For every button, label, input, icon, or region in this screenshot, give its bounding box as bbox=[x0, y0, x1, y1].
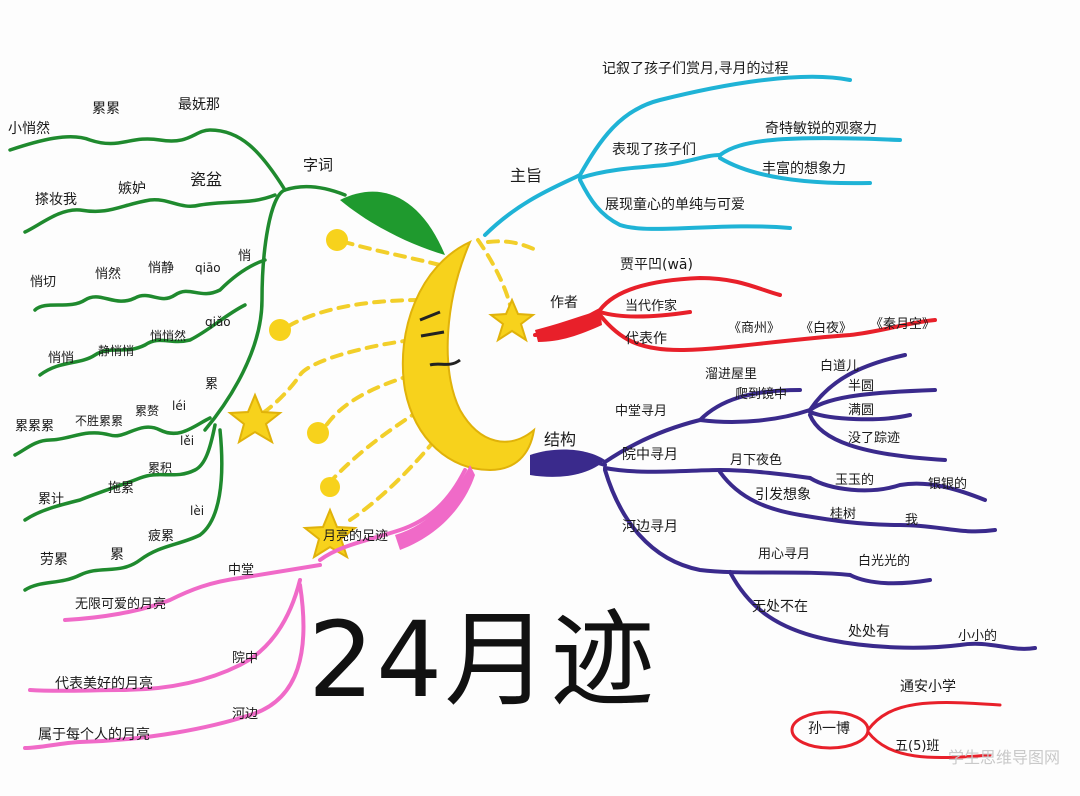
watermark: 学生思维导图网 bbox=[947, 748, 1060, 767]
words-term: 疲累 bbox=[148, 529, 175, 544]
words-term: 小悄然 bbox=[8, 121, 50, 137]
words-term: 静悄悄 bbox=[98, 344, 135, 358]
words-term: 不胜累累 bbox=[75, 414, 124, 428]
student-school: 通安小学 bbox=[900, 679, 956, 695]
words-term: 瓷盆 bbox=[190, 170, 223, 189]
words-term: 悄静 bbox=[148, 261, 175, 276]
leaf-icon bbox=[340, 191, 445, 255]
author-branch-label: 作者 bbox=[550, 295, 578, 311]
structure-detail: 我 bbox=[905, 513, 919, 528]
student-class: 五(5)班 bbox=[895, 739, 940, 754]
star-icon bbox=[302, 507, 358, 560]
words-term: 累赘 bbox=[135, 404, 160, 418]
author-item: 贾平凹(wā) bbox=[620, 257, 693, 273]
theme-branch-lines bbox=[483, 74, 902, 237]
author-item: 当代作家 bbox=[625, 299, 678, 314]
traces-place: 河边 bbox=[232, 707, 259, 722]
words-term: 累累累 bbox=[15, 419, 55, 434]
words-pinyin: qiǎo bbox=[205, 315, 231, 329]
words-pinyin: lěi bbox=[180, 434, 195, 448]
words-term: 累累 bbox=[92, 101, 120, 117]
author-work: 《白夜》 bbox=[800, 321, 853, 336]
structure-detail: 爬到镜中 bbox=[735, 387, 788, 402]
student-name: 孙一博 bbox=[808, 721, 850, 737]
theme-sub: 丰富的想象力 bbox=[762, 161, 846, 177]
words-term: 累 bbox=[205, 377, 219, 392]
theme-branch-label: 主旨 bbox=[510, 166, 543, 185]
words-term: 嫉妒 bbox=[118, 181, 146, 197]
author-item: 代表作 bbox=[625, 331, 667, 347]
structure-detail: 处处有 bbox=[848, 624, 890, 640]
words-term: 累积 bbox=[148, 461, 173, 475]
words-term: 悄悄 bbox=[48, 351, 75, 366]
author-work: 《商州》 bbox=[728, 321, 781, 336]
star-icons bbox=[227, 297, 536, 560]
theme-item: 展现童心的单纯与可爱 bbox=[605, 197, 745, 213]
words-term: 累 bbox=[110, 547, 124, 563]
moon-rays bbox=[253, 238, 542, 522]
words-branch-lines bbox=[8, 128, 347, 592]
traces-meaning: 无限可爱的月亮 bbox=[75, 597, 167, 612]
structure-detail: 满圆 bbox=[848, 403, 875, 418]
traces-place: 中堂 bbox=[228, 563, 255, 578]
theme-item: 记叙了孩子们赏月,寻月的过程 bbox=[602, 61, 789, 77]
words-term: 悄切 bbox=[30, 275, 57, 290]
traces-meaning: 属于每个人的月亮 bbox=[38, 727, 150, 743]
map-title: 24月迹 bbox=[308, 599, 657, 721]
structure-section: 河边寻月 bbox=[622, 519, 678, 535]
structure-detail: 银银的 bbox=[928, 477, 968, 492]
author-work: 《秦月空》 bbox=[870, 317, 936, 332]
words-pinyin: lèi bbox=[190, 504, 205, 518]
words-term: 搽妆我 bbox=[35, 192, 77, 208]
traces-meaning: 代表美好的月亮 bbox=[55, 676, 153, 692]
structure-detail: 小小的 bbox=[958, 629, 998, 644]
star-icon bbox=[227, 392, 283, 445]
structure-branch-lines bbox=[538, 353, 1037, 651]
structure-detail: 用心寻月 bbox=[758, 547, 811, 562]
structure-detail: 月下夜色 bbox=[730, 453, 783, 468]
words-branch-label: 字词 bbox=[303, 156, 334, 174]
structure-detail: 引发想象 bbox=[755, 487, 811, 503]
structure-detail: 白光光的 bbox=[858, 554, 911, 569]
traces-branch-label: 月亮的足迹 bbox=[323, 529, 389, 544]
structure-detail: 白道儿 bbox=[820, 359, 860, 374]
structure-branch-label: 结构 bbox=[544, 430, 577, 449]
moon-dots bbox=[269, 229, 348, 497]
words-term: 悄 bbox=[238, 249, 252, 264]
structure-detail: 半圆 bbox=[848, 379, 875, 394]
words-term: 累计 bbox=[38, 492, 65, 507]
words-term: 悄悄然 bbox=[150, 329, 187, 343]
words-term: 最妩那 bbox=[178, 97, 220, 113]
traces-branch-lines bbox=[23, 468, 467, 750]
words-term: 劳累 bbox=[40, 552, 68, 568]
theme-item: 表现了孩子们 bbox=[612, 142, 696, 158]
structure-detail: 桂树 bbox=[830, 507, 857, 522]
star-icon bbox=[488, 297, 536, 343]
traces-place: 院中 bbox=[232, 651, 259, 666]
structure-detail: 玉玉的 bbox=[835, 473, 875, 488]
moon-crescent bbox=[401, 239, 536, 472]
student-info-lines bbox=[790, 701, 1002, 759]
words-pinyin: qiāo bbox=[195, 261, 221, 275]
structure-section: 中堂寻月 bbox=[615, 404, 668, 419]
structure-detail: 无处不在 bbox=[752, 599, 808, 615]
words-pinyin: léi bbox=[172, 399, 187, 413]
words-term: 拖累 bbox=[108, 481, 135, 496]
structure-detail: 溜进屋里 bbox=[705, 367, 758, 382]
words-term: 悄然 bbox=[95, 267, 122, 282]
structure-section: 院中寻月 bbox=[622, 447, 678, 463]
theme-sub: 奇特敏锐的观察力 bbox=[765, 121, 877, 137]
structure-detail: 没了踪迹 bbox=[848, 431, 901, 446]
